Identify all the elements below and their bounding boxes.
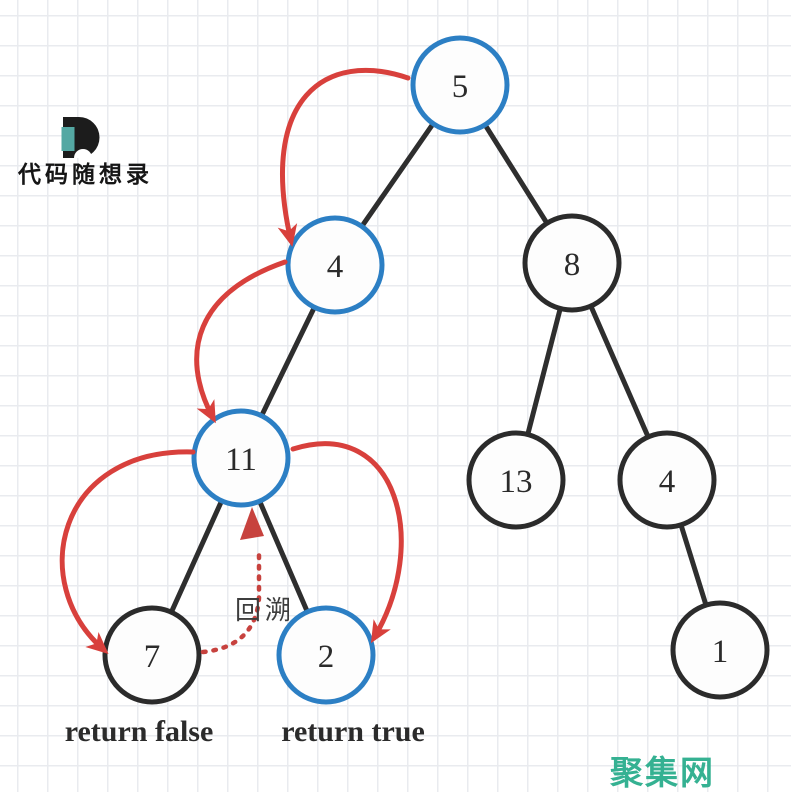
node-13-value: 13 bbox=[500, 464, 533, 500]
backtrack-arrow-group: 回溯 bbox=[200, 507, 295, 655]
node-1-value: 1 bbox=[712, 634, 729, 670]
node-8-value: 8 bbox=[564, 247, 581, 283]
tree-edges bbox=[149, 82, 723, 658]
logo-name: 代码随想录 bbox=[17, 161, 153, 187]
return-true-label: return true bbox=[281, 715, 425, 748]
return-false-label: return false bbox=[65, 715, 214, 748]
logo-d-counter bbox=[74, 149, 92, 158]
site-logo: 代码随想录 bbox=[17, 117, 153, 187]
node-7-circle bbox=[102, 605, 202, 705]
backtrack-arrow-path bbox=[200, 545, 262, 655]
node-1-circle bbox=[670, 600, 770, 700]
node-5-value: 5 bbox=[452, 69, 469, 105]
traversal-arrow-5-to-4 bbox=[277, 67, 411, 247]
logo-accent-block bbox=[61, 127, 75, 151]
node-5-circle bbox=[410, 35, 510, 135]
node-13-circle bbox=[466, 430, 566, 530]
backtrack-arrowhead bbox=[240, 507, 264, 540]
node-8-circle bbox=[522, 213, 622, 313]
watermark-text: 聚集网 bbox=[609, 754, 715, 791]
node-2-circle bbox=[276, 605, 376, 705]
node-11-value: 11 bbox=[225, 442, 257, 478]
node-4-left-circle bbox=[285, 215, 385, 315]
traversal-arrow-4-to-11 bbox=[194, 259, 288, 424]
tree-nodes: 5 4 8 11 13 4 7 2 1 bbox=[102, 35, 770, 705]
node-4-right-value: 4 bbox=[659, 464, 676, 500]
traversal-arrow-11-to-2 bbox=[290, 441, 404, 644]
node-4-left-value: 4 bbox=[327, 249, 344, 285]
node-11-circle bbox=[191, 408, 291, 508]
node-2-value: 2 bbox=[318, 639, 335, 675]
node-7-value: 7 bbox=[144, 639, 161, 675]
backtrack-label: 回溯 bbox=[235, 596, 295, 625]
traversal-arrow-11-to-7 bbox=[59, 449, 196, 654]
traversal-arrows bbox=[59, 67, 411, 654]
node-4-right-circle bbox=[617, 430, 717, 530]
